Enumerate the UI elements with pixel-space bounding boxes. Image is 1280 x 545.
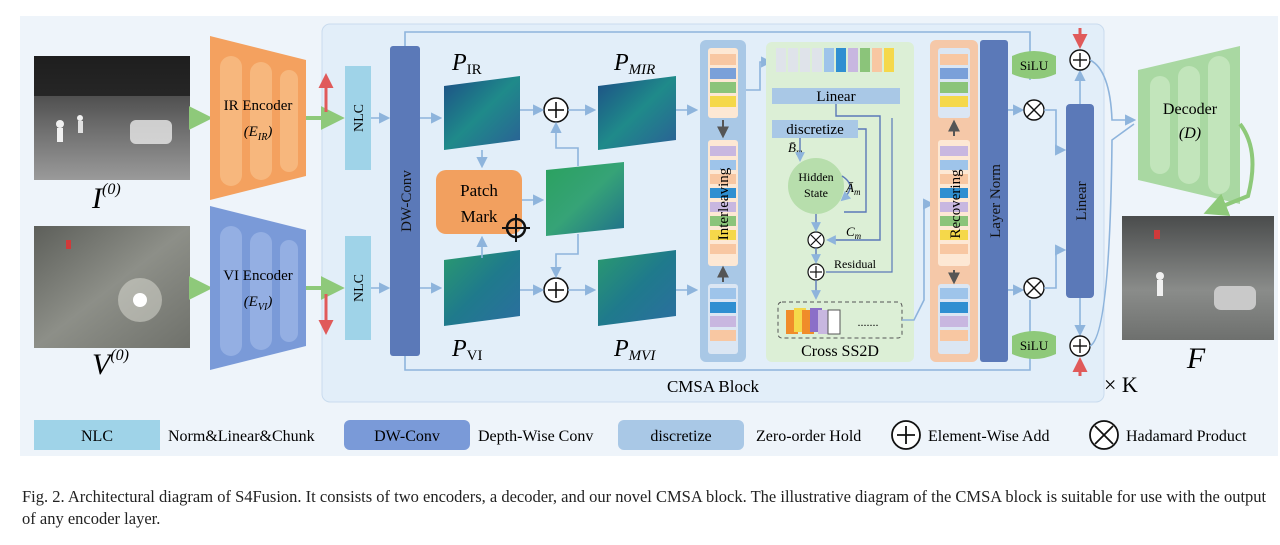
cross-ss2d-title: Cross SS2D — [801, 343, 879, 360]
svg-text:IR Encoder: IR Encoder — [224, 98, 293, 114]
ss2d-discretize — [772, 120, 858, 138]
svg-text:discretize: discretize — [786, 122, 844, 138]
linear-bar: Linear — [1066, 104, 1094, 298]
svg-text:NLC: NLC — [81, 428, 113, 445]
silu-top: SiLU — [1012, 51, 1056, 79]
add-icon-top — [543, 97, 569, 123]
product-icon-top — [1023, 99, 1045, 121]
p-ir-label: PIR — [451, 50, 482, 78]
svg-text:SiLU: SiLU — [1020, 338, 1049, 353]
fused-output-image — [1122, 216, 1274, 340]
figure-caption: Fig. 2. Architectural diagram of S4Fusio… — [22, 487, 1267, 528]
legend-nlc-box — [34, 420, 160, 450]
nlc-box-vi: NLC — [345, 236, 371, 340]
repeat-k-label: × K — [1104, 372, 1138, 397]
c-m-label: Cm — [846, 224, 862, 241]
legend-dw-box — [344, 420, 470, 450]
add-icon-bottom — [543, 277, 569, 303]
legend-disc-desc: Zero-order Hold — [756, 428, 861, 445]
svg-text:SiLU: SiLU — [1020, 58, 1049, 73]
legend-product-icon — [1089, 420, 1119, 450]
svg-text:(D): (D) — [1179, 125, 1201, 142]
product-icon-bottom — [1023, 277, 1045, 299]
product-icon-ss2d — [807, 231, 825, 249]
svg-text:discretize: discretize — [650, 428, 711, 445]
residual-label: Residual — [834, 257, 877, 271]
cmsa-block-label: CMSA Block — [667, 377, 760, 396]
vi-input-image — [34, 226, 190, 348]
svg-text:Patch: Patch — [460, 181, 498, 200]
p-vi-feature — [444, 250, 520, 326]
add-icon-ss2d — [807, 263, 825, 281]
legend-disc-box — [618, 420, 744, 450]
token-sequence-top — [776, 48, 894, 72]
svg-text:Interleaving: Interleaving — [716, 167, 732, 240]
svg-text:Linear: Linear — [816, 89, 855, 105]
svg-text:.......: ....... — [858, 315, 879, 329]
dw-conv-bar: DW-Conv — [390, 46, 420, 356]
hidden-state-node — [788, 158, 844, 214]
ss2d-linear — [772, 88, 900, 104]
p-mir-feature — [598, 76, 676, 150]
token-stack-bottom — [786, 308, 841, 335]
nlc-box-ir: NLC — [345, 66, 371, 170]
silu-bottom: SiLU — [1012, 331, 1056, 359]
svg-text:Mark: Mark — [461, 207, 498, 226]
svg-text:Decoder: Decoder — [1163, 101, 1218, 118]
output-label: F — [1186, 342, 1206, 375]
vi-image-label: V(0) — [92, 347, 129, 381]
svg-text:NLC: NLC — [352, 274, 367, 302]
architecture-diagram: I(0) V(0) IR Encoder (EIR) VI Encoder (E… — [20, 16, 1278, 456]
svg-text:(EVI): (EVI) — [244, 294, 273, 313]
svg-text:VI Encoder: VI Encoder — [223, 268, 293, 284]
svg-text:State: State — [804, 186, 828, 200]
decoder: Decoder (D) — [1138, 46, 1240, 204]
recovering-column: Recovering — [930, 40, 978, 362]
interleaving-column: Interleaving — [700, 40, 746, 362]
p-mvi-label: PMVI — [613, 336, 656, 364]
ir-encoder: IR Encoder (EIR) — [210, 36, 306, 200]
a-m-label: Ām — [845, 180, 861, 197]
p-mvi-feature — [598, 250, 676, 326]
legend-dw-desc: Depth-Wise Conv — [478, 428, 593, 445]
patch-mask-feature — [546, 162, 624, 236]
legend: NLC Norm&Linear&Chunk DW-Conv Depth-Wise… — [34, 420, 1247, 450]
add-icon-right-bottom — [1069, 335, 1091, 357]
svg-text:NLC: NLC — [352, 104, 367, 132]
svg-text:Linear: Linear — [1074, 181, 1090, 220]
cross-ss2d-panel: Linear discretize B̄m Hidden State Ām Cm… — [766, 42, 914, 362]
vi-encoder: VI Encoder (EVI) — [210, 206, 306, 370]
svg-text:DW-Conv: DW-Conv — [374, 428, 440, 445]
p-mir-label: PMIR — [613, 50, 655, 78]
patch-mark-box: Patch Mark — [436, 170, 522, 234]
svg-text:Hidden: Hidden — [798, 170, 833, 184]
p-vi-label: PVI — [451, 336, 483, 364]
legend-nlc-desc: Norm&Linear&Chunk — [168, 428, 315, 445]
legend-product-desc: Hadamard Product — [1126, 428, 1247, 445]
ir-input-image — [34, 56, 190, 180]
p-ir-feature — [444, 76, 520, 150]
svg-text:Layer Norm: Layer Norm — [988, 164, 1004, 238]
legend-add-icon — [891, 420, 921, 450]
svg-text:(EIR): (EIR) — [244, 124, 273, 143]
ir-image-label: I(0) — [91, 181, 121, 215]
legend-add-desc: Element-Wise Add — [928, 428, 1050, 445]
svg-text:DW-Conv: DW-Conv — [399, 170, 415, 232]
svg-text:Recovering: Recovering — [948, 169, 964, 239]
crosshair-icon — [502, 214, 530, 242]
layer-norm-bar: Layer Norm — [980, 40, 1008, 362]
add-icon-right-top — [1069, 49, 1091, 71]
